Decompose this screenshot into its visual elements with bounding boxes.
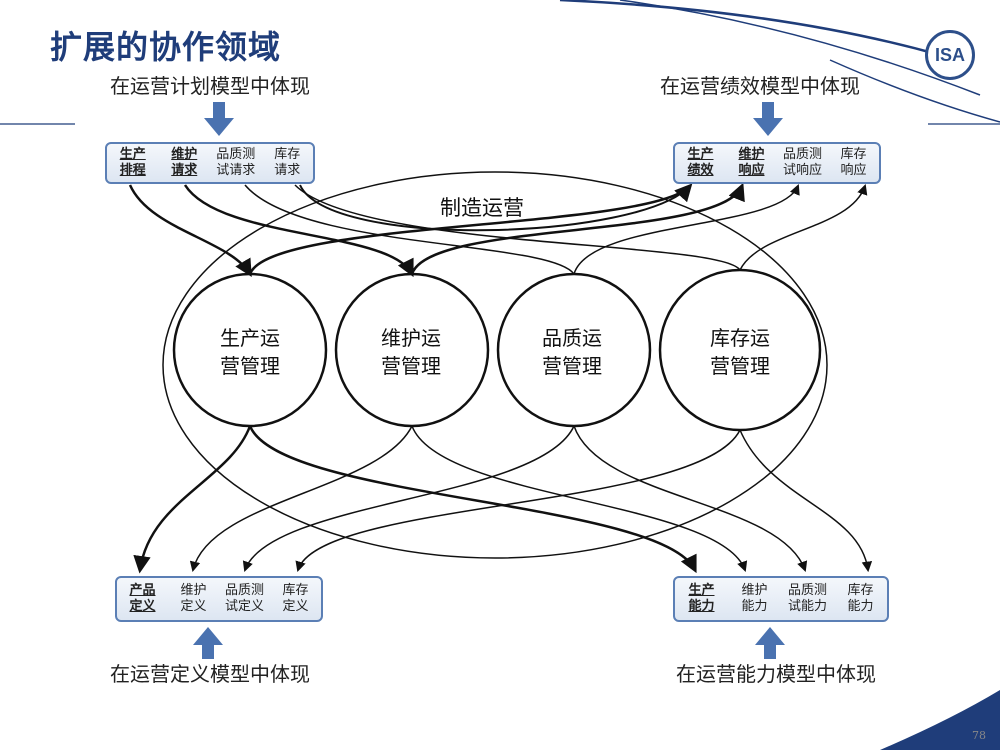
caption-operations-schedule-model: 在运营计划模型中体现 [110, 74, 310, 98]
blue-arrow-bottom-left [193, 627, 223, 659]
box-cell: 生产 绩效 [687, 147, 714, 178]
box-cell: 维护 定义 [180, 583, 207, 614]
blue-arrow-bottom-right [755, 627, 785, 659]
circle-label-production: 生产运 营管理 [220, 326, 280, 378]
caption-operations-capability-model: 在运营能力模型中体现 [676, 662, 876, 686]
box-cell: 产品 定义 [129, 583, 156, 614]
flow-arrow [299, 184, 691, 232]
flow-arrow [739, 184, 868, 271]
blue-arrow-top-left [204, 102, 234, 136]
flow-arrow [294, 184, 741, 271]
circle-label-maintenance: 维护运 营管理 [381, 326, 441, 378]
blue-arrow-top-right [753, 102, 783, 136]
corner-wave [880, 690, 1000, 750]
circle-label-quality: 品质运 营管理 [542, 326, 602, 378]
flow-arrow [133, 425, 252, 574]
slide-title: 扩展的协作领域 [50, 28, 282, 66]
header-swoosh-3 [829, 59, 1000, 123]
box-cell: 生产 排程 [119, 147, 146, 178]
box-cell: 维护 响应 [738, 147, 765, 178]
circle-label-inventory: 库存运 营管理 [710, 326, 770, 378]
box-operations-response: 生产 绩效 维护 响应 品质测 试响应 库存 响应 [673, 142, 881, 184]
flow-arrow [739, 429, 873, 573]
box-cell: 维护 能力 [741, 583, 768, 614]
box-cell: 维护 请求 [171, 147, 198, 178]
flow-arrow [248, 183, 693, 275]
box-operations-definition: 产品 定义 维护 定义 品质测 试定义 库存 定义 [115, 576, 323, 622]
box-cell: 品质测 试请求 [216, 147, 256, 178]
flow-arrow [242, 425, 575, 572]
flow-arrow [411, 425, 748, 572]
header-swoosh [559, 0, 941, 57]
header-swoosh-2 [619, 0, 981, 96]
flow-arrow [248, 425, 697, 574]
box-cell: 库存 请求 [274, 147, 301, 178]
page-number: 78 [972, 729, 986, 742]
box-cell: 品质测 试能力 [787, 583, 827, 614]
caption-operations-performance-model: 在运营绩效模型中体现 [660, 74, 860, 98]
flow-arrow [295, 429, 741, 573]
box-cell: 库存 响应 [840, 147, 867, 178]
flow-arrow [573, 425, 808, 572]
box-cell: 生产 能力 [688, 583, 715, 614]
flow-arrow [128, 184, 252, 278]
box-cell: 库存 定义 [282, 583, 309, 614]
flow-arrow [573, 184, 800, 275]
flow-arrow [183, 184, 414, 278]
flow-arrow [410, 182, 745, 275]
box-cell: 品质测 试定义 [224, 583, 264, 614]
box-cell: 库存 能力 [847, 583, 874, 614]
manufacturing-operations-ellipse [162, 171, 828, 559]
box-operations-request: 生产 排程 维护 请求 品质测 试请求 库存 请求 [105, 142, 315, 184]
flow-arrow [189, 425, 413, 573]
flow-arrow [244, 184, 575, 275]
box-cell: 品质测 试响应 [782, 147, 822, 178]
box-operations-capability: 生产 能力 维护 能力 品质测 试能力 库存 能力 [673, 576, 889, 622]
isa-logo: ISA [925, 30, 975, 80]
manufacturing-operations-label: 制造运营 [440, 196, 524, 220]
caption-operations-definition-model: 在运营定义模型中体现 [110, 662, 310, 686]
